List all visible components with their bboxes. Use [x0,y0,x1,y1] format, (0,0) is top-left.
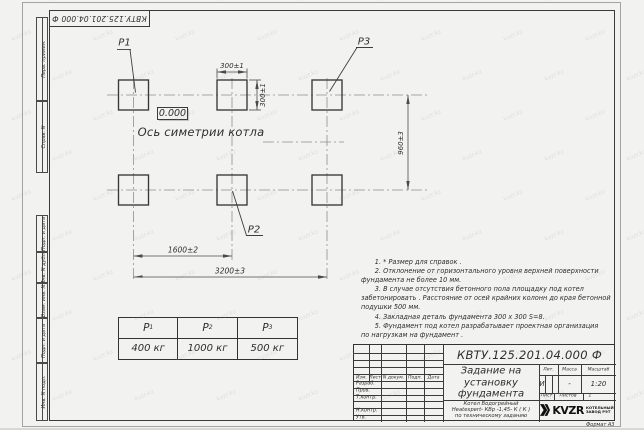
listov-label: Листов [559,393,577,399]
format-label: Формат А3 [586,421,615,428]
load-table-value-p2: 1000 кг [178,338,238,359]
lit-header: Лит. [543,367,554,372]
drawing-frame [48,9,615,421]
subtitle-line-2: Heatexpert- КВр -1,45- К ( К ) [451,407,531,413]
col-podp: Подп. [408,375,422,380]
margin-field-vzam-inv: Взам. инв. N [35,283,49,318]
title-block-designation: КВТУ.125.201.04.000 Ф [456,347,603,362]
margin-field-sprav-n: Справ. N [35,100,49,173]
subtitle-line-3: по техническому заданию [454,413,528,419]
masshtab-header: Масштаб [587,367,610,372]
col-data: Дата [427,375,440,380]
title-line-2: установку [464,377,518,388]
dim-300-right: 300±1 [259,83,267,107]
page-edge-band [0,427,644,430]
lit-value: И [539,380,545,388]
title-line-3: фундамента [457,388,525,400]
sheet-outer-border [22,2,621,427]
company-logo-cell: KVZR КОТЕЛЬНЫЙ ЗАВОД РЭТ [540,401,615,421]
massa-header: Масса [562,367,577,372]
margin-field-podp-data-2: Подп. и дата [35,318,49,363]
margin-field-inv-podl: Инв. N подл. [35,363,49,421]
dim-1600: 1600±2 [167,245,199,255]
margin-field-inv-dubl: Инв. N дубл. [35,251,49,284]
leader-lines [117,47,373,236]
listov-value: 1 [588,393,592,399]
masshtab-value: 1:20 [590,380,607,388]
margin-field-podp-data-1: Подп. и дата [35,215,49,252]
pad-label-p2: P2 [247,224,261,235]
technical-notes: 1. * Размер для справок . 2. Отклонение … [361,257,611,339]
col-izm: Изм. [356,375,367,380]
centerlines [107,78,430,282]
margin-field-perv-primen: Перв. примен. [35,17,49,101]
pad-label-p3: P3 [357,36,371,48]
symmetry-axis-label: Ось симетрии котла [137,125,265,139]
title-line-1: Задание на [460,365,522,377]
dim-300-top: 300±1 [220,62,244,70]
col-list: Лист [369,375,381,380]
rotated-designation-stamp: КВТУ.125.201.04.000 Ф [48,9,150,27]
load-table-value-p3: 500 кг [250,343,285,355]
subtitle-line-1: Котел Водогрейный [463,401,519,407]
dim-3200: 3200±3 [214,266,246,275]
row-prov: Пров. [356,388,370,394]
row-razrab: Разраб. [356,381,375,387]
load-table-value-p1: 400 кг [119,338,179,359]
list-label: Лист [540,393,553,399]
row-utv: Утв. [356,415,367,421]
row-tkontr: Т.контр. [356,395,377,401]
kvzr-logo-text: KVZR [552,403,584,417]
dimension-arrows [133,70,410,279]
kvzr-emblem-icon [540,404,551,417]
level-mark: 0.000 [157,107,188,120]
massa-value: - [568,380,571,388]
pad-label-p1: P1 [118,37,131,49]
kvzr-logo-caption: КОТЕЛЬНЫЙ ЗАВОД РЭТ [585,404,614,415]
title-block: КВТУ.125.201.04.000 Ф Задание на установ… [353,344,616,422]
row-nkontr: Н.контр. [356,408,378,414]
col-n-dokum: N докум. [382,375,405,380]
foundation-pads [117,79,343,206]
